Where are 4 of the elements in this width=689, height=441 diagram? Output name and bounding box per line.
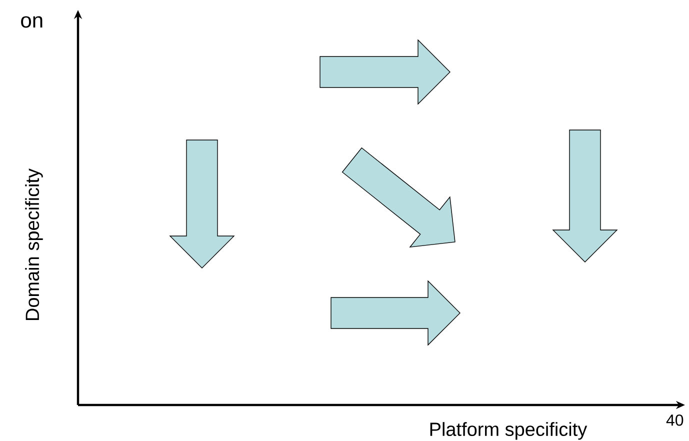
axis-label: Platform specificity <box>430 422 588 440</box>
slide-title-fragment: on <box>21 16 42 28</box>
page-number: 40 <box>666 414 684 426</box>
axis-label: Domain specificity <box>25 168 43 320</box>
